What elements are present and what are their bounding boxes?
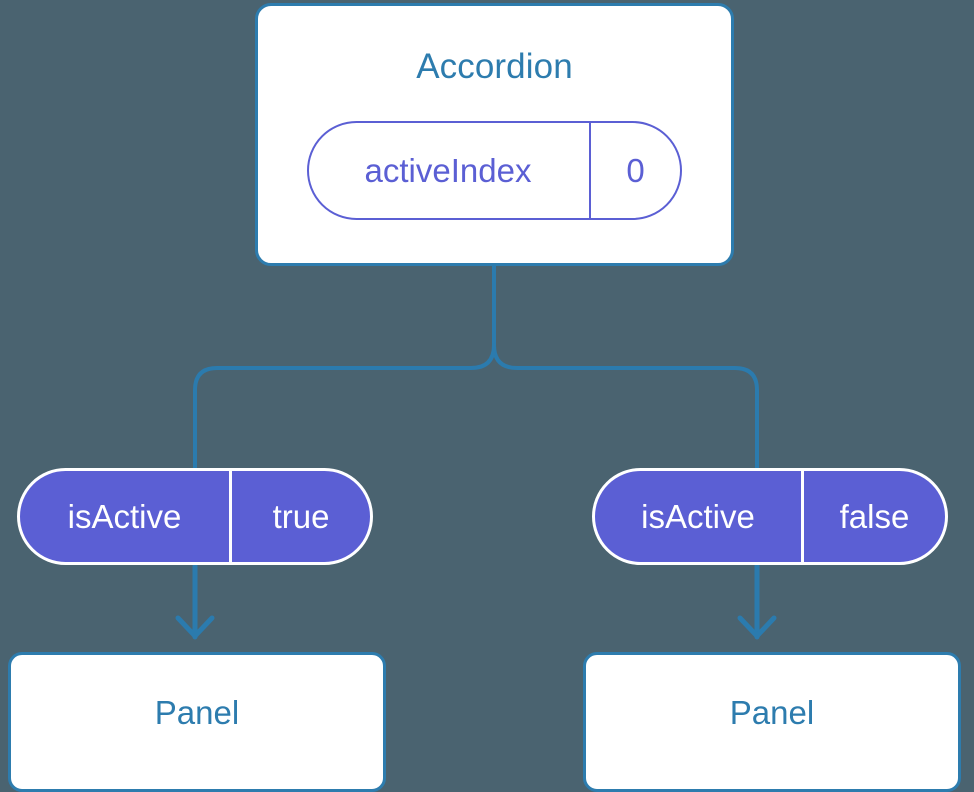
- prop-pill-active-index[interactable]: activeIndex 0: [307, 121, 682, 220]
- prop-pill-is-active-false[interactable]: isActive false: [592, 468, 948, 565]
- prop-pill-is-active-false-value: false: [839, 498, 910, 535]
- node-panel-right-title: Panel: [729, 694, 815, 731]
- arrow-right-pill-to-panel: [737, 563, 777, 640]
- prop-pill-is-active-true-value: true: [272, 498, 330, 535]
- prop-pill-active-index-key: activeIndex: [309, 123, 591, 218]
- connector-trunk-and-split: [492, 264, 759, 470]
- prop-pill-active-index-value: 0: [626, 152, 645, 189]
- prop-pill-is-active-false-key: isActive: [595, 471, 804, 562]
- prop-pill-is-active-true-key: isActive: [20, 471, 232, 562]
- state-tree-diagram: Accordion activeIndex 0 isActive true Pa…: [8, 3, 961, 792]
- node-accordion-title: Accordion: [416, 47, 573, 86]
- node-panel-left[interactable]: Panel: [8, 652, 386, 792]
- connector-branch-left: [193, 343, 496, 470]
- prop-pill-is-active-true[interactable]: isActive true: [17, 468, 373, 565]
- node-panel-right[interactable]: Panel: [583, 652, 961, 792]
- node-panel-left-title: Panel: [154, 694, 240, 731]
- arrow-left-pill-to-panel: [175, 563, 215, 640]
